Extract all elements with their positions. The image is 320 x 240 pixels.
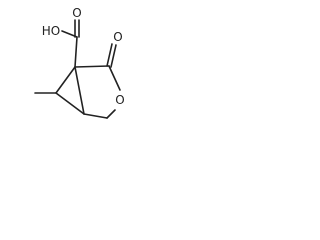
bond-c2-o-double-a xyxy=(106,43,113,67)
bond-c5-c1 xyxy=(74,66,85,115)
bond-c2-o3 xyxy=(108,65,121,91)
bond-c1-c2 xyxy=(74,65,110,68)
atom-label-lactone-carbonyl-o: O xyxy=(113,30,122,44)
atom-label-ho: HO xyxy=(42,24,60,38)
bond-c4-c5 xyxy=(83,113,108,119)
bond-o3-c4 xyxy=(106,109,116,119)
skeletal-structure: HO O O O xyxy=(34,6,125,119)
bond-c1-cooh xyxy=(74,36,78,68)
atom-label-ring-oxygen: O xyxy=(115,93,124,107)
molecule-canvas: HO O O O xyxy=(0,0,148,134)
bond-c1-c6 xyxy=(55,66,76,94)
atom-label-acid-carbonyl-o: O xyxy=(72,6,81,20)
bond-c6-c5 xyxy=(55,92,85,115)
bond-c2-o-double-b xyxy=(110,44,117,68)
